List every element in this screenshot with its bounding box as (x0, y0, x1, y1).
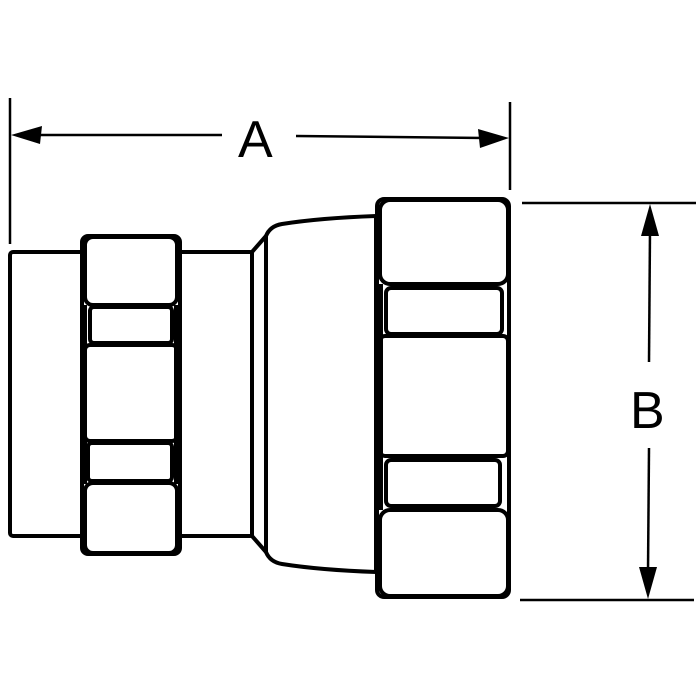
arrow-left-icon (11, 126, 42, 144)
dimension-label-a: A (238, 111, 273, 169)
dimension-a: A (8, 98, 512, 244)
arrow-up-icon (641, 204, 659, 236)
chamfer (250, 234, 268, 554)
small-hex-nut (80, 234, 182, 556)
arrow-down-icon (639, 567, 657, 599)
fitting-body (8, 197, 511, 599)
dimension-label-b: B (630, 382, 665, 440)
middle-body (178, 250, 254, 538)
arrow-right-icon (478, 129, 509, 148)
dimension-b: B (520, 201, 696, 602)
large-hex-nut (375, 197, 511, 599)
collar (264, 214, 378, 574)
left-stub (8, 250, 88, 538)
